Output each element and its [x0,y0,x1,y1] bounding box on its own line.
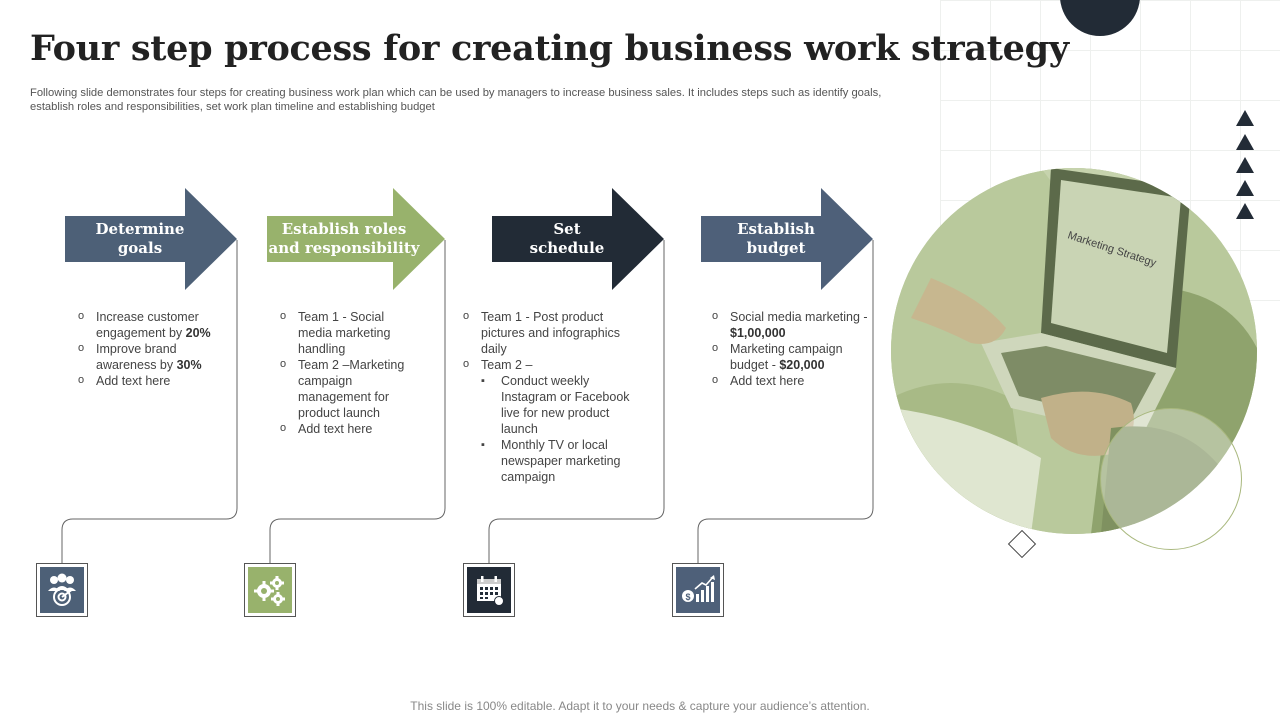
triangle-icon [1236,157,1254,173]
step-3-arrow: Set schedule [492,188,664,295]
list-item: Social media marketing - $1,00,000 [712,308,872,341]
step-1-bullets: Increase customer engagement by 20% Impr… [78,308,228,389]
step-2-title: Establish roles and responsibility [267,220,421,258]
step-1-icon-box [36,563,88,617]
triangle-icon [1236,203,1254,219]
svg-text:$: $ [685,592,690,602]
step-1-arrow: Determine goals [65,188,237,295]
decorative-ring [1100,408,1242,550]
step-4-title-line2: budget [746,239,806,257]
step-3-title: Set schedule [492,220,642,258]
step-4-title: Establish budget [701,220,851,258]
list-item: Add text here [280,420,420,437]
footer-note: This slide is 100% editable. Adapt it to… [410,699,870,713]
step-3-icon-box [463,563,515,617]
money-growth-icon: $ [676,567,720,613]
step-4-bullets: Social media marketing - $1,00,000 Marke… [712,308,872,389]
step-3-title-line1: Set [553,220,581,238]
triangle-icon [1236,134,1254,150]
slide-title: Four step process for creating business … [30,28,1069,69]
list-item: Improve brand awareness by 30% [78,340,228,373]
step-4-icon-box: $ [672,563,724,617]
list-item: Team 2 –Marketing campaign management fo… [280,356,420,421]
step-4-arrow: Establish budget [701,188,873,295]
calendar-icon [467,567,511,613]
step-1-title-line1: Determine [95,220,185,238]
sub-list-item: Monthly TV or local newspaper marketing … [481,437,643,485]
step-2-arrow: Establish roles and responsibility [267,188,445,295]
step-1-title-line2: goals [117,239,163,257]
list-item: Team 1 - Social media marketing handling [280,308,420,357]
team-target-icon [40,567,84,613]
list-item: Marketing campaign budget - $20,000 [712,340,872,373]
step-2-bullets: Team 1 - Social media marketing handling… [280,308,420,437]
step-2-title-line2: and responsibility [268,239,420,257]
step-3-sub-bullets: Conduct weekly Instagram or Facebook liv… [481,373,643,485]
arrow-shape [267,188,445,290]
list-item: Team 1 - Post product pictures and infog… [463,308,643,357]
step-1-title: Determine goals [65,220,215,258]
gears-icon [248,567,292,613]
list-item: Increase customer engagement by 20% [78,308,228,341]
arrow-shape [492,188,664,290]
list-item: Team 2 – Conduct weekly Instagram or Fac… [463,356,643,485]
step-4-title-line1: Establish [737,220,815,238]
arrow-shape [65,188,237,290]
triangle-icon [1236,180,1254,196]
triangle-icon [1236,110,1254,126]
step-2-title-line1: Establish roles [281,220,407,238]
list-item: Add text here [712,372,872,389]
sub-list-item: Conduct weekly Instagram or Facebook liv… [481,373,643,437]
step-3-bullets: Team 1 - Post product pictures and infog… [463,308,643,485]
arrow-shape [701,188,873,290]
list-item: Add text here [78,372,228,389]
step-2-icon-box [244,563,296,617]
diamond-icon [1007,529,1037,559]
slide-subtitle: Following slide demonstrates four steps … [30,87,882,113]
step-3-title-line2: schedule [529,239,605,257]
connector-lines [61,240,874,563]
